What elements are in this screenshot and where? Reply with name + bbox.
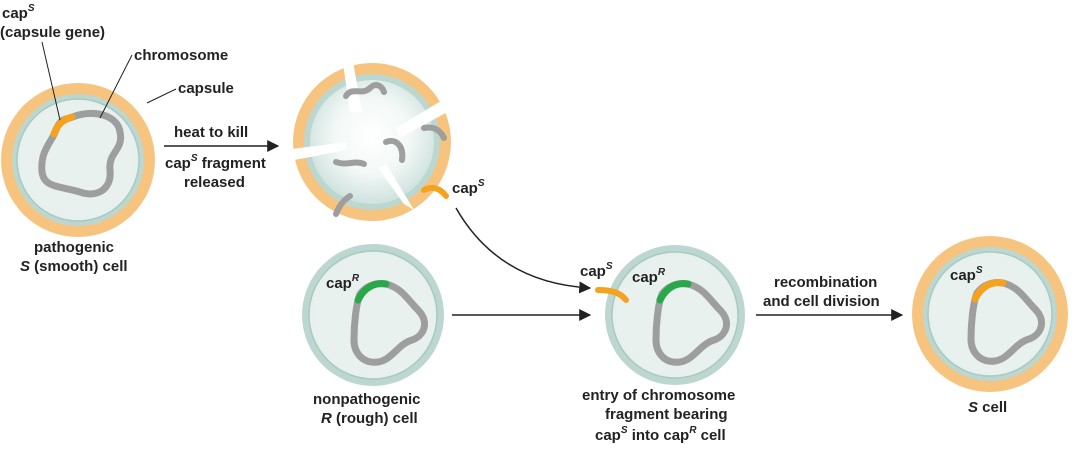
cytoplasm <box>313 255 433 375</box>
resulting-s-cell <box>912 236 1068 392</box>
cell-division-label: and cell division <box>763 293 880 310</box>
entry-capS-label: capS <box>580 261 613 280</box>
chromosome-label: chromosome <box>134 47 228 64</box>
s-smooth-cell-label: S (smooth) cell <box>20 258 128 275</box>
rcell-capR-label: capR <box>326 273 360 292</box>
rupture-top <box>342 56 362 112</box>
capsule-label: capsule <box>178 80 234 97</box>
r-rough-cell-label: R (rough) cell <box>321 410 418 427</box>
capS-label-top: capS <box>2 3 35 22</box>
entry-capR-label: capR <box>632 267 666 286</box>
nonpathogenic-r-cell <box>302 244 444 386</box>
entry-caption-line1: entry of chromosome <box>582 387 735 404</box>
chromosome-fragment <box>421 124 447 141</box>
capsule-gene-label: (capsule gene) <box>0 24 105 41</box>
s-cell-label: S cell <box>968 399 1007 416</box>
pathogenic-label: pathogenic <box>34 239 114 256</box>
chromosome-pointer <box>99 54 133 119</box>
entry-caption-line2: fragment bearing <box>605 406 728 423</box>
chromosome-fragment <box>333 159 367 167</box>
nonpathogenic-label: nonpathogenic <box>313 391 421 408</box>
released-label: released <box>184 174 245 191</box>
cytoplasm-glow <box>310 80 434 204</box>
rupture-left <box>284 142 346 162</box>
recombination-label: recombination <box>774 274 877 291</box>
chromosome-fragment <box>383 138 406 163</box>
chromosome-fragment <box>343 82 387 99</box>
capR-gene-segment <box>354 280 390 304</box>
capsule-gene-pointer <box>41 41 61 121</box>
killed-capS-label: capS <box>452 178 485 197</box>
heat-to-kill-label: heat to kill <box>174 124 248 141</box>
fragment-label: capS fragment <box>165 153 266 172</box>
capR-gene-segment <box>656 280 692 304</box>
heat-killed-s-cell <box>284 56 462 221</box>
entry-caption-line3: capS into capR cell <box>595 425 726 444</box>
pathogenic-s-cell <box>1 83 155 237</box>
capS-gene-segment <box>971 279 1007 303</box>
chromosome-fragment <box>333 193 353 217</box>
capsule-pointer <box>146 88 177 104</box>
incoming-capS-fragment <box>595 287 629 303</box>
rupture-right <box>396 92 462 138</box>
entry-cell <box>595 245 745 385</box>
capS-gene-segment <box>50 113 76 138</box>
final-capS-label: capS <box>950 265 983 284</box>
rupture-bottom <box>378 164 414 210</box>
fragment-transfer-arrow <box>455 207 592 294</box>
capS-fragment <box>421 185 449 199</box>
